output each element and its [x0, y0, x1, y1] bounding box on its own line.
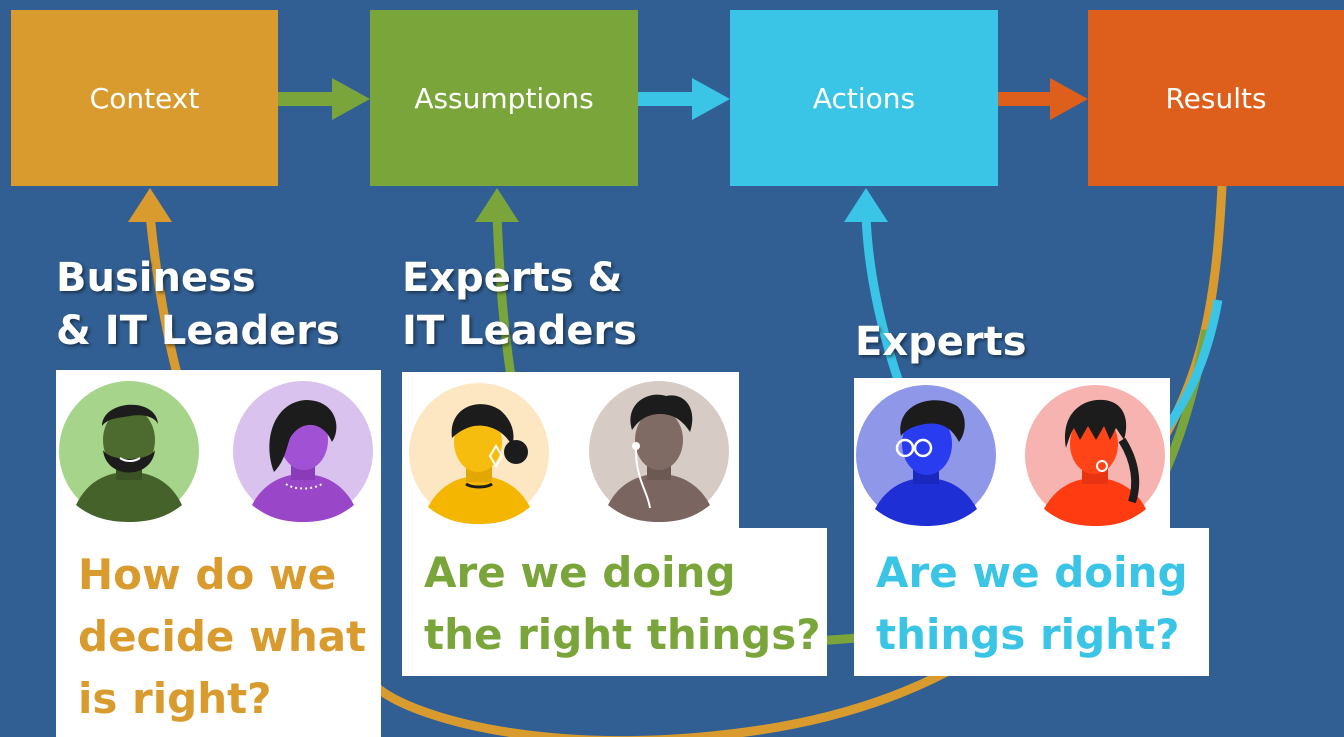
- question-line: How do we: [78, 550, 337, 599]
- question-line: the right things?: [424, 610, 821, 659]
- question-line: is right?: [78, 674, 272, 723]
- assumptions-to-actions-arrow-shaft: [638, 92, 694, 106]
- actions-box: Actions: [730, 10, 998, 186]
- heading-line: Experts: [855, 319, 1027, 365]
- woman-bangs-avatar: [1025, 385, 1165, 526]
- context-to-assumptions-arrowhead: [332, 78, 370, 120]
- results-box: Results: [1088, 10, 1344, 186]
- results-label: Results: [1165, 81, 1267, 115]
- actions-to-results-arrowhead: [1050, 78, 1088, 120]
- group1-question: How do we decide what is right?: [56, 530, 381, 737]
- heading-line: & IT Leaders: [56, 307, 340, 354]
- context-to-assumptions-arrow-shaft: [278, 92, 334, 106]
- man-glasses-avatar: [856, 385, 996, 526]
- question-line: things right?: [876, 610, 1180, 659]
- actions-up-arrowhead: [844, 188, 888, 222]
- context-box: Context: [11, 10, 278, 186]
- context-label: Context: [89, 81, 200, 115]
- woman-earring-avatar: [409, 383, 549, 524]
- heading-line: Business: [56, 255, 256, 301]
- heading-line: Experts &: [402, 255, 623, 301]
- experts-it-leaders-heading: Experts & IT Leaders: [402, 252, 637, 358]
- question-line: decide what: [78, 612, 367, 661]
- assumptions-box: Assumptions: [370, 10, 638, 186]
- business-it-leaders-heading: Business & IT Leaders: [56, 252, 340, 358]
- group2-question: Are we doing the right things?: [402, 528, 827, 676]
- assumptions-up-arrowhead: [475, 188, 519, 222]
- heading-line: IT Leaders: [402, 307, 637, 354]
- question-line: Are we doing: [424, 548, 736, 597]
- man-earbuds-avatar: [589, 381, 729, 522]
- context-up-arrowhead: [128, 188, 172, 222]
- bearded-man-avatar: [59, 381, 199, 522]
- experts-heading: Experts: [855, 316, 1027, 369]
- group3-question: Are we doing things right?: [854, 528, 1209, 676]
- assumptions-to-actions-arrowhead: [692, 78, 730, 120]
- woman-necklace-avatar: [233, 381, 373, 522]
- actions-to-results-arrow-shaft: [998, 92, 1052, 106]
- assumptions-label: Assumptions: [414, 81, 594, 115]
- actions-label: Actions: [812, 81, 916, 115]
- question-line: Are we doing: [876, 548, 1188, 597]
